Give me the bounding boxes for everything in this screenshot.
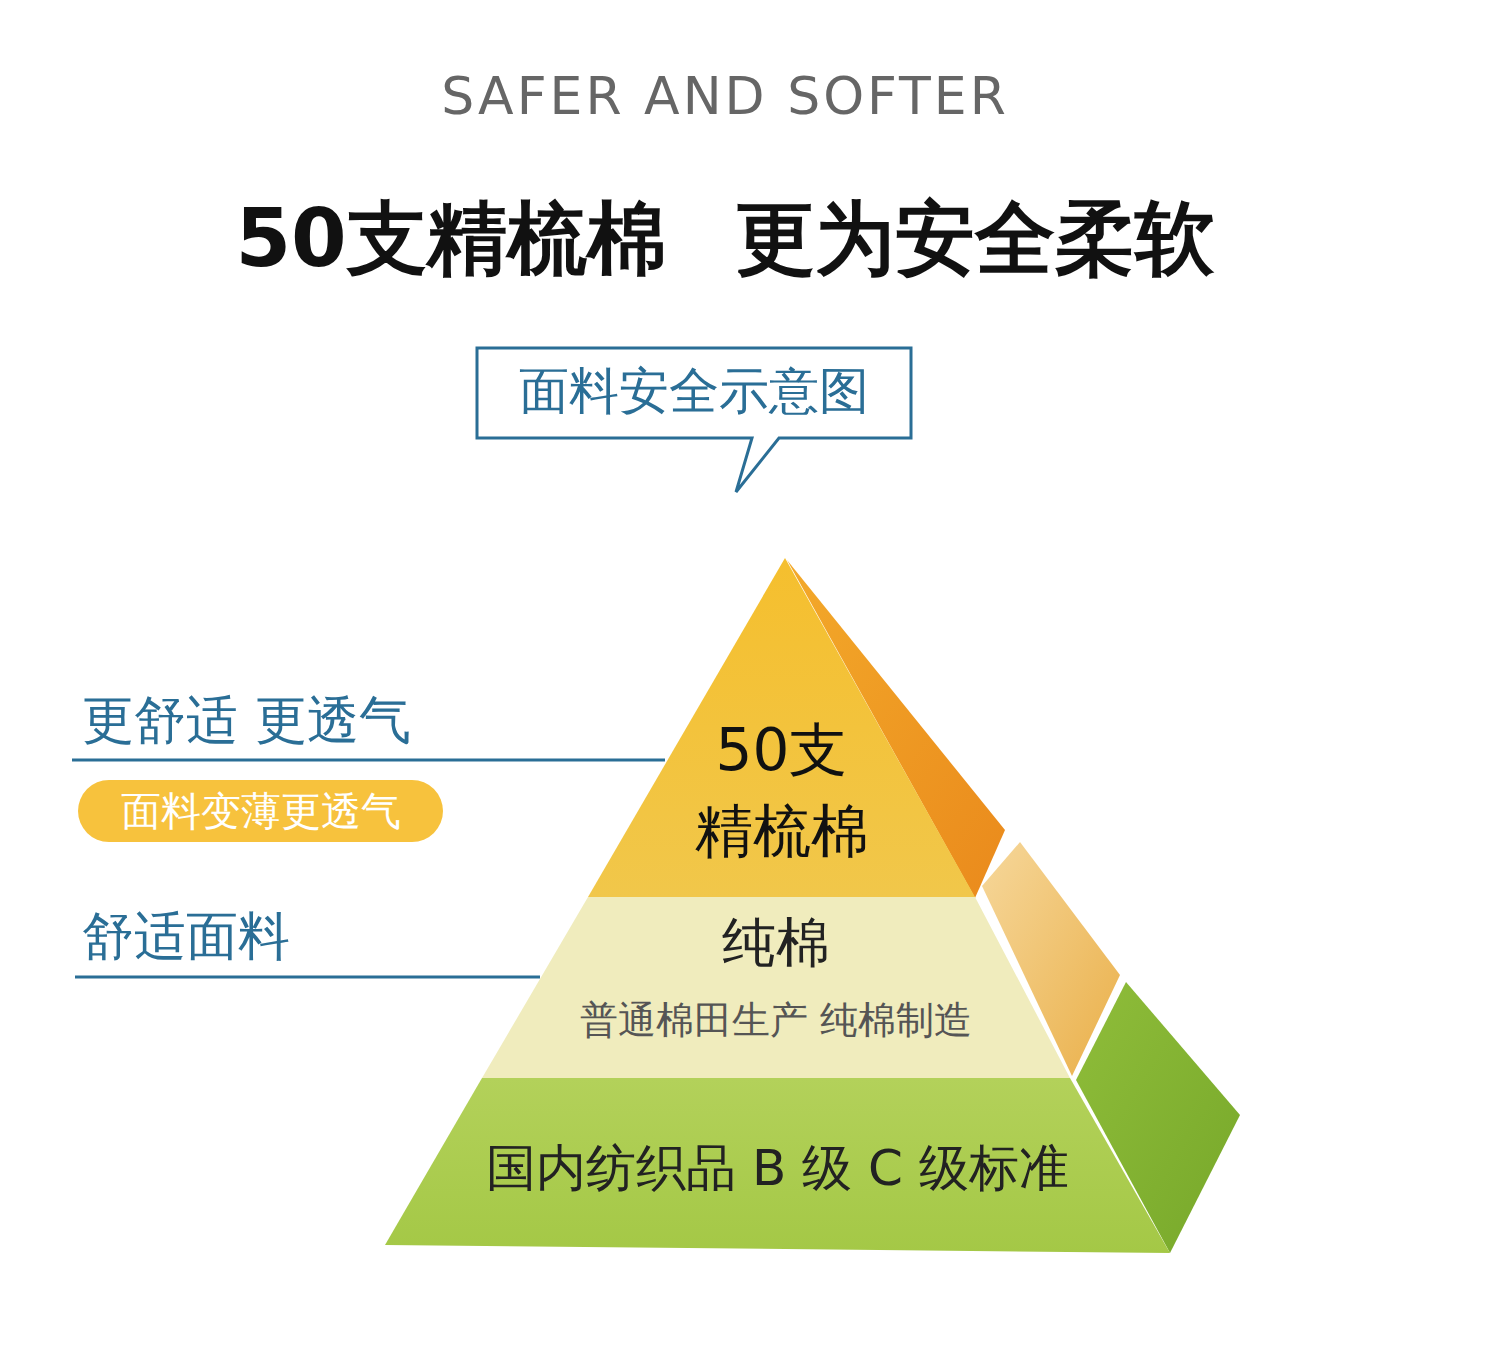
node-body: 普通棉田生产 纯棉制造 bbox=[522, 998, 1030, 1044]
header-text: SAFER AND SOFTER bbox=[0, 66, 1450, 126]
pyramid-band-middle: 纯棉普通棉田生产 纯棉制造 bbox=[482, 897, 1070, 1078]
benefit-label: 更舒适 更透气 bbox=[82, 686, 411, 756]
node-heading: 纯棉 bbox=[592, 911, 960, 976]
node-heading: 国内纺织品 B 级 C 级标准 bbox=[445, 1138, 1110, 1198]
node-heading: 面料安全示意图 bbox=[488, 361, 900, 421]
pyramid-band-top: 50支 精梳棉 bbox=[588, 558, 975, 897]
node-heading: 50支 精梳棉 bbox=[682, 710, 882, 872]
node-heading: 面料变薄更透气 bbox=[92, 787, 429, 835]
highlight-pill: 面料变薄更透气 bbox=[78, 780, 443, 842]
benefit-label: 舒适面料 bbox=[82, 902, 290, 972]
leader-line bbox=[72, 759, 665, 762]
diagram-title: 50支精梳棉 更为安全柔软 bbox=[0, 186, 1450, 294]
leader-line bbox=[75, 976, 540, 979]
pyramid-band-bottom: 国内纺织品 B 级 C 级标准 bbox=[385, 1078, 1170, 1253]
callout-bubble: 面料安全示意图 bbox=[474, 345, 914, 495]
